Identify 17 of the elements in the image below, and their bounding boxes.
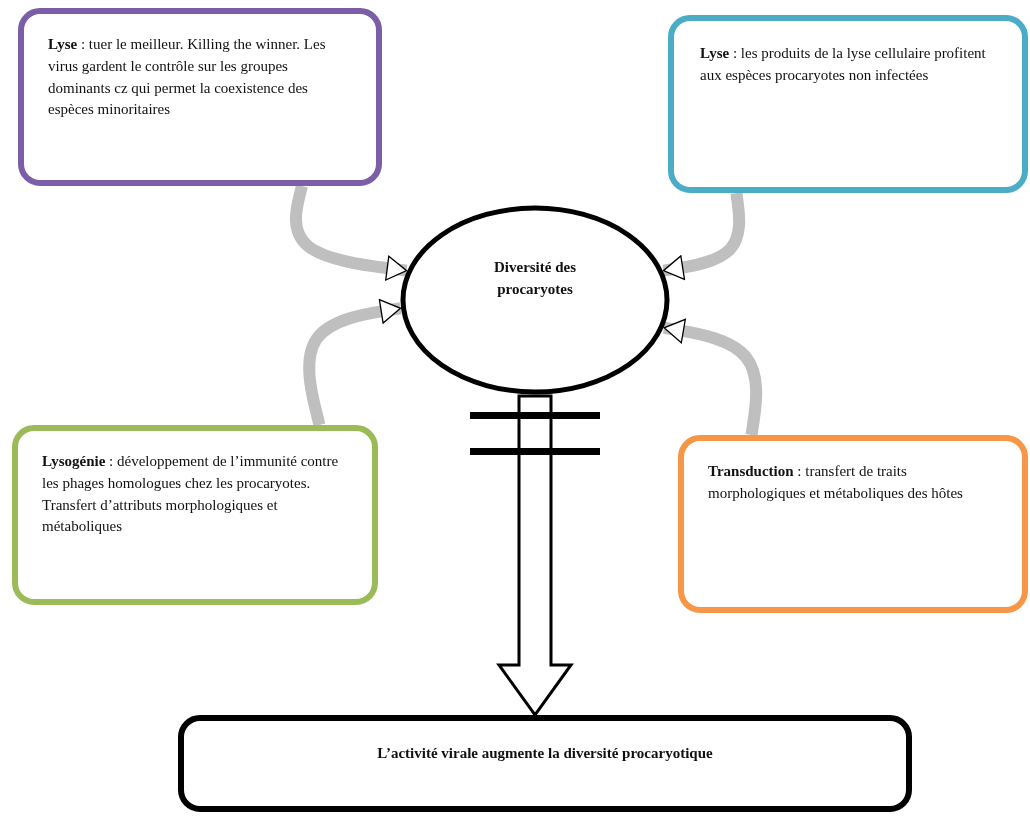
- node-text: Lyse : les produits de la lyse cellulaire profitent aux espèces procaryotes non infectées: [700, 44, 987, 85]
- rounded-box: [12, 425, 378, 605]
- curved-arrow: [663, 318, 763, 436]
- curved-arrow: [303, 298, 402, 427]
- node-text: Diversité des procaryotes: [492, 258, 578, 299]
- rounded-box: [18, 8, 382, 186]
- curved-arrow: [290, 184, 408, 281]
- node-text: L’activité virale augmente la diversité procaryotique: [376, 744, 714, 763]
- node-text: Transduction : transfert de traits morphologiques et métaboliques des hôtes: [708, 462, 964, 503]
- rounded-box: [668, 15, 1028, 193]
- rounded-box: [178, 715, 912, 812]
- node-text: Lyse : tuer le meilleur. Killing the winner. Les virus gardent le contrôle sur les groupes dominants cz qui permet la coexistence des espèces minoritaires: [48, 35, 327, 120]
- curved-arrow: [662, 192, 746, 281]
- node-text: Lysogénie : développement de l’immunité contre les phages homologues chez les procaryotes. Transfert d’attributs morphologiques et métaboliques: [42, 452, 340, 537]
- ellipse-node: [400, 205, 670, 395]
- rounded-box: [678, 435, 1028, 613]
- block-arrow: [496, 394, 574, 718]
